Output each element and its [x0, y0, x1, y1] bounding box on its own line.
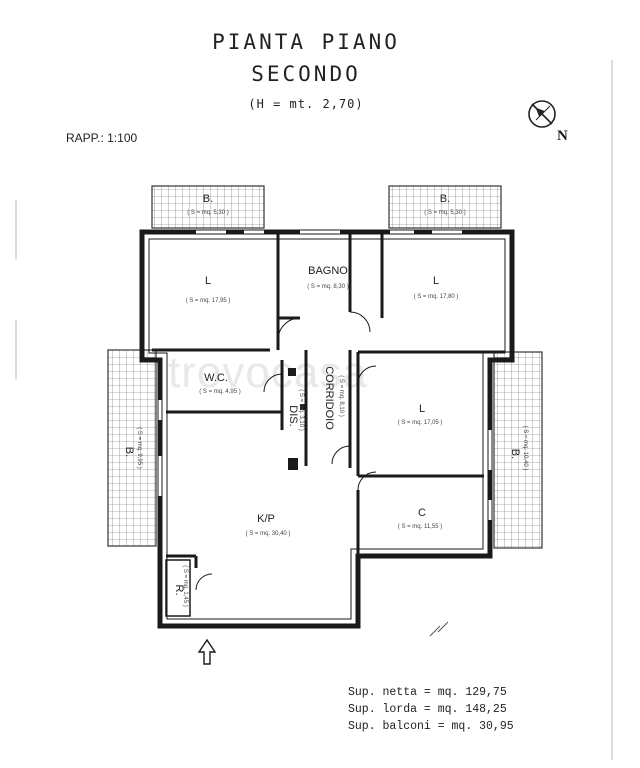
room-camera-name: C	[418, 507, 426, 519]
room-corridoio-name: CORRIDOIO	[323, 366, 335, 430]
balcony-right-side-area: ( S = mq. 10,40 )	[522, 426, 528, 471]
room-kp: K/P ( S = mq. 30,40 )	[246, 513, 291, 537]
door-swings	[195, 311, 377, 591]
room-camera-area: ( S = mq. 11,55 )	[398, 524, 442, 530]
room-ripostiglio-area: ( S = mq. 1,45 )	[182, 565, 188, 607]
watermark: trovocasa	[168, 348, 368, 397]
compass-rose-icon	[528, 100, 556, 128]
surface-gross: Sup. lorda = mq. 148,25	[348, 703, 507, 716]
balcony-right-side: B. ( S = mq. 10,40 )	[493, 351, 543, 549]
room-dis-area: ( S = mq. 3,10 )	[298, 389, 304, 431]
surface-summary: Sup. netta = mq. 129,75 Sup. lorda = mq.…	[348, 684, 628, 735]
room-bagno-name: BAGNO	[308, 265, 348, 277]
room-corridoio: CORRIDOIO ( S = mq. 8,10 )	[323, 366, 344, 430]
room-living-left: L ( S = mq. 17,95 )	[186, 275, 231, 304]
plan-subtitle: SECONDO	[251, 62, 361, 86]
balcony-left-side-area: ( S = mq. 9,95 )	[136, 427, 142, 469]
balcony-top-left-area: ( S = mq. 5,30 )	[187, 210, 229, 216]
room-camera: C ( S = mq. 11,55 )	[398, 507, 442, 530]
room-dis: DIS. ( S = mq. 3,10 )	[287, 389, 304, 431]
outer-walls	[139, 229, 515, 629]
balcony-top-right: B. ( S = mq. 5,30 )	[388, 185, 502, 229]
ceiling-height-note: (H = mt. 2,70)	[248, 97, 364, 111]
room-kp-area: ( S = mq. 30,40 )	[246, 531, 291, 537]
balcony-left-side: B. ( S = mq. 9,95 )	[107, 349, 157, 547]
room-wc-name: W.C.	[204, 372, 228, 384]
room-living-mid-area: ( S = mq. 17,05 )	[398, 420, 443, 426]
room-wc: W.C. ( S = mq. 4,95 )	[199, 372, 241, 395]
room-corridoio-area: ( S = mq. 8,10 )	[338, 375, 344, 417]
room-living-right-name: L	[433, 275, 439, 287]
room-wc-area: ( S = mq. 4,95 )	[199, 389, 241, 395]
balcony-top-left-name: B.	[203, 193, 213, 205]
balcony-top-right-name: B.	[440, 193, 450, 205]
room-kp-name: K/P	[257, 513, 275, 525]
north-label: N	[557, 128, 568, 144]
inner-wall-lines	[148, 238, 506, 620]
room-living-mid-name: L	[419, 403, 425, 415]
surface-net: Sup. netta = mq. 129,75	[348, 686, 507, 699]
surface-balconies: Sup. balconi = mq. 30,95	[348, 720, 514, 733]
scan-edge-marks	[15, 60, 613, 760]
balcony-top-right-area: ( S = mq. 5,30 )	[424, 210, 466, 216]
room-living-right-area: ( S = mq. 17,80 )	[414, 294, 459, 300]
column-blocks	[288, 368, 306, 470]
room-bagno: BAGNO ( S = mq. 8,30 )	[307, 265, 349, 290]
room-bagno-area: ( S = mq. 8,30 )	[307, 284, 349, 290]
room-living-left-name: L	[205, 275, 211, 287]
room-living-left-area: ( S = mq. 17,95 )	[186, 298, 231, 304]
balcony-right-side-name: B.	[509, 449, 521, 459]
windows	[158, 230, 492, 520]
balcony-top-left: B. ( S = mq. 5,30 )	[151, 185, 265, 229]
room-ripostiglio: R. ( S = mq. 1,45 )	[165, 559, 191, 617]
scale-label: RAPP.: 1:100	[66, 131, 138, 145]
plan-title: PIANTA PIANO	[212, 30, 400, 54]
scribble-mark	[429, 621, 449, 637]
room-living-mid: L ( S = mq. 17,05 )	[398, 403, 443, 426]
room-dis-name: DIS.	[287, 405, 299, 426]
room-ripostiglio-name: R.	[173, 585, 185, 596]
room-living-right: L ( S = mq. 17,80 )	[414, 275, 459, 300]
entrance-arrow-icon	[197, 638, 217, 665]
balcony-left-side-name: B.	[123, 447, 135, 457]
